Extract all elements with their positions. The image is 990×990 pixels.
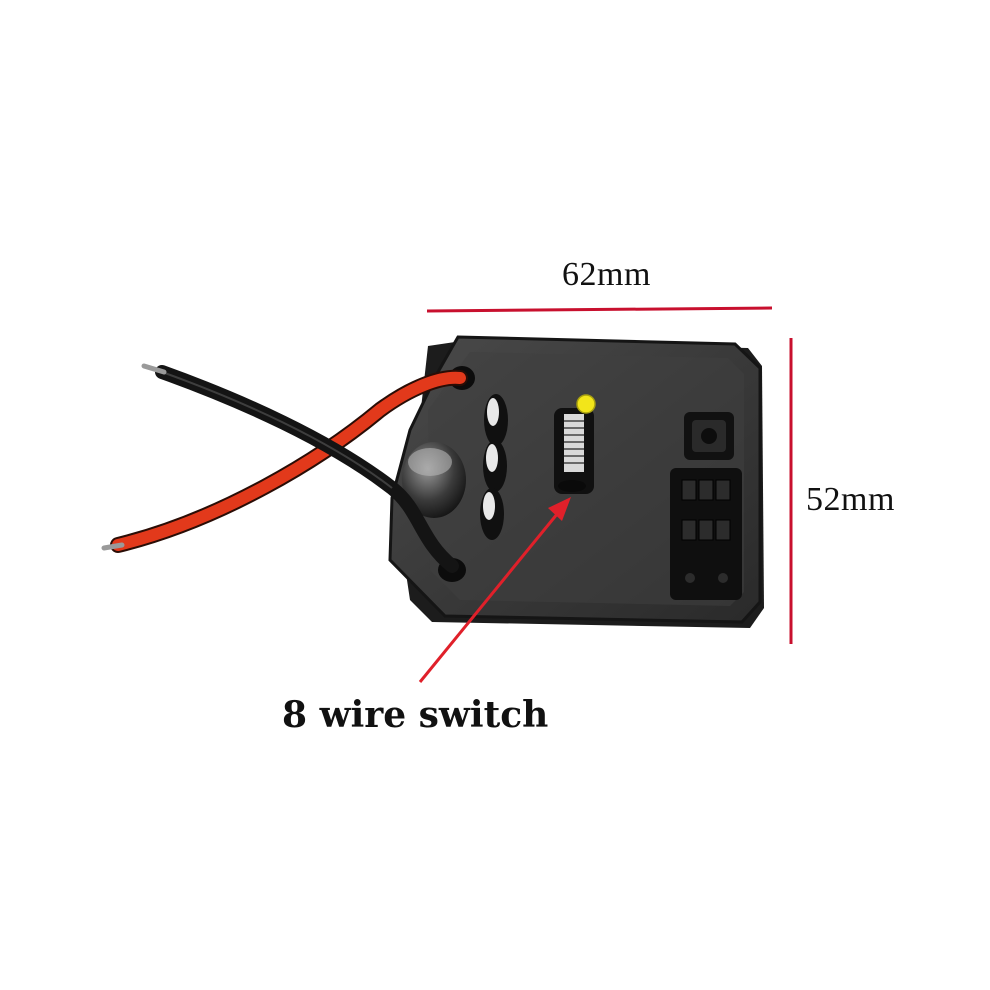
capacitor [402, 442, 466, 518]
socket-block [670, 468, 742, 600]
callout-label: 8 wire switch [282, 694, 549, 736]
push-button [684, 412, 734, 460]
controller-board [388, 335, 764, 628]
terminal-pins [480, 394, 508, 540]
connector-header [554, 408, 594, 494]
height-dimension-label: 52mm [806, 481, 895, 518]
led-indicator [576, 394, 596, 414]
black-wire [141, 363, 459, 573]
callout-arrow [418, 497, 571, 683]
width-dimension-label: 62mm [562, 256, 651, 293]
red-wire [101, 369, 468, 553]
width-dimension-line [426, 306, 773, 313]
